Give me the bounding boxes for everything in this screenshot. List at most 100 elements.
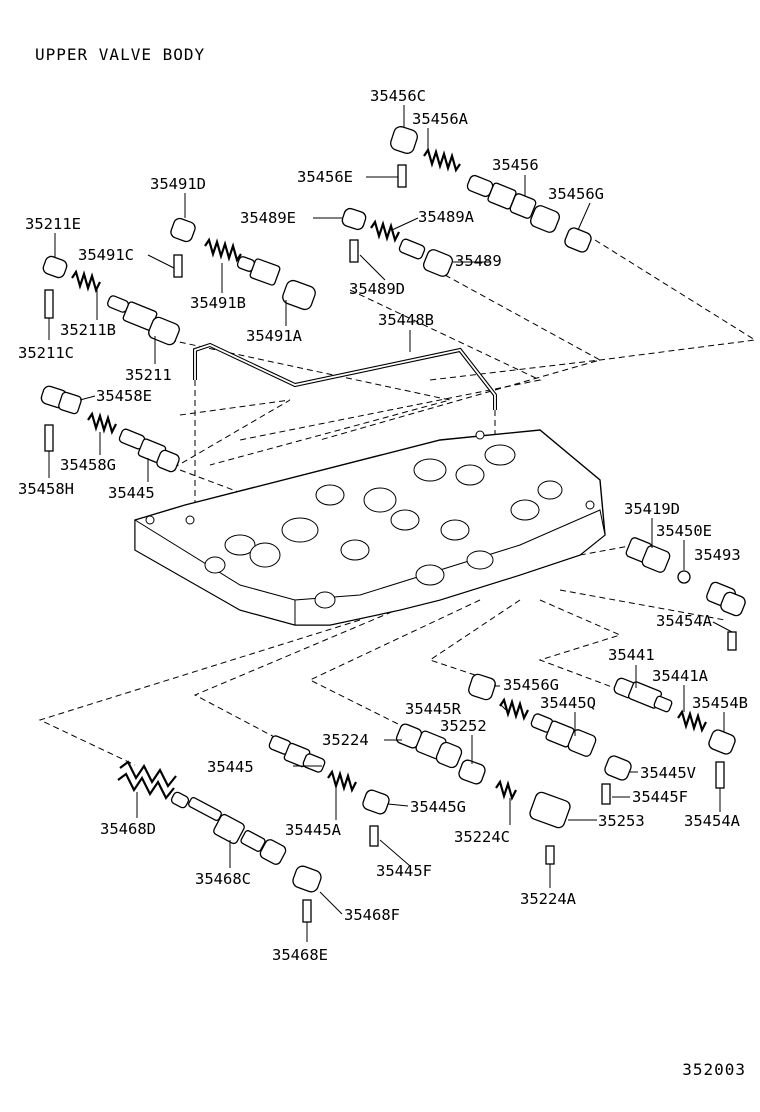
callout-35445F-left: 35445F — [376, 862, 432, 880]
callout-35491A: 35491A — [246, 327, 303, 345]
part-35419D — [625, 537, 671, 573]
pin-35456E — [397, 164, 407, 188]
callout-35454A-lower: 35454A — [684, 812, 741, 830]
callout-35454B: 35454B — [692, 694, 748, 712]
valve-35468C — [170, 791, 287, 865]
callout-35489D: 35489D — [349, 280, 405, 298]
pin-35211C — [44, 289, 54, 319]
callout-35445-lower: 35445 — [207, 758, 254, 776]
callout-35456: 35456 — [492, 156, 539, 174]
part-35454B — [708, 729, 736, 755]
callout-35445V: 35445V — [640, 764, 696, 782]
callout-35211C: 35211C — [18, 344, 74, 362]
callout-35224A: 35224A — [520, 890, 577, 908]
callout-35491C: 35491C — [78, 246, 134, 264]
pin-35454A-upper — [727, 631, 737, 651]
callout-35445R: 35445R — [405, 700, 462, 718]
valve-35445Q — [530, 713, 597, 757]
part-35252 — [458, 759, 486, 785]
callout-35458G: 35458G — [60, 456, 116, 474]
pin-35458H — [44, 424, 54, 452]
part-35456G-upper — [564, 227, 592, 253]
callout-labels: 35456C 35456A 35456 35456E 35456G 35491D… — [18, 87, 748, 964]
callout-35253: 35253 — [598, 812, 645, 830]
callout-35441: 35441 — [608, 646, 655, 664]
spring-35224C — [495, 779, 517, 802]
callout-35489E: 35489E — [240, 209, 296, 227]
callout-35224: 35224 — [322, 731, 369, 749]
callout-35445G: 35445G — [410, 798, 466, 816]
callout-35456C: 35456C — [370, 87, 426, 105]
pin-35468E — [302, 899, 312, 923]
callout-35441A: 35441A — [652, 667, 709, 685]
spring-35489A — [370, 219, 400, 244]
valve-35445-lower — [268, 735, 326, 773]
callout-35450E: 35450E — [656, 522, 712, 540]
part-35458E — [40, 385, 82, 415]
callout-35445-top: 35445 — [108, 484, 155, 502]
callout-35491B: 35491B — [190, 294, 246, 312]
part-35445V — [604, 755, 632, 781]
callout-35445F-right: 35445F — [632, 788, 688, 806]
pin-35489D — [349, 239, 359, 263]
spring-35445R — [499, 697, 529, 722]
diagram-title: UPPER VALVE BODY — [35, 45, 206, 64]
part-35445G — [362, 789, 390, 815]
part-35456C — [390, 126, 418, 154]
part-35456G-lower — [468, 673, 496, 701]
upper-valve-body — [134, 429, 606, 626]
callout-35468D: 35468D — [100, 820, 156, 838]
valve-35456 — [466, 174, 561, 233]
leader-lines — [48, 105, 733, 942]
spring-35441A — [677, 709, 707, 734]
valve-35445-upper — [118, 428, 180, 473]
spring-35491B — [204, 237, 242, 263]
valve-35489 — [398, 238, 454, 277]
valve-35491A — [236, 256, 316, 311]
figure-number: 352003 — [682, 1060, 746, 1079]
callout-35211: 35211 — [125, 366, 172, 384]
callout-35456G-lower: 35456G — [503, 676, 559, 694]
spring-35445A — [327, 769, 357, 794]
callout-35456E: 35456E — [297, 168, 353, 186]
callout-35468C: 35468C — [195, 870, 251, 888]
callout-35468E: 35468E — [272, 946, 328, 964]
valve-body-bores — [145, 430, 595, 609]
callout-35489A: 35489A — [418, 208, 475, 226]
callout-35252: 35252 — [440, 717, 487, 735]
callout-35454A-upper: 35454A — [656, 612, 713, 630]
spring-35468D — [117, 760, 177, 801]
pin-35491C — [173, 254, 183, 278]
part-35491D — [170, 217, 196, 243]
callout-35493: 35493 — [694, 546, 741, 564]
callout-35456A: 35456A — [412, 110, 469, 128]
callout-35445Q: 35445Q — [540, 694, 596, 712]
pin-35445F-left — [369, 825, 379, 847]
callout-35468F: 35468F — [344, 906, 400, 924]
dashed-guide-lines-lower — [38, 589, 726, 766]
part-35468F — [292, 865, 322, 893]
callout-35224C: 35224C — [454, 828, 510, 846]
part-35211E — [42, 255, 68, 279]
spring-35458G — [87, 411, 117, 436]
wire-35448B — [193, 342, 497, 410]
part-35489E — [341, 207, 367, 231]
ball-35450E — [677, 570, 691, 584]
pin-35454A-lower — [715, 761, 725, 789]
dashed-guide-lines-upper — [169, 239, 757, 560]
callout-35491D: 35491D — [150, 175, 206, 193]
callout-35448B: 35448B — [378, 311, 434, 329]
pin-35445F-right — [601, 783, 611, 805]
valve-35224 — [395, 723, 463, 769]
spring-35211B — [71, 269, 101, 294]
callout-35489: 35489 — [455, 252, 502, 270]
valve-35441 — [613, 677, 673, 713]
callout-35211E: 35211E — [25, 215, 81, 233]
callout-35419D: 35419D — [624, 500, 680, 518]
part-35493 — [706, 581, 746, 617]
pin-35224A — [545, 845, 555, 865]
callout-35456G: 35456G — [548, 185, 604, 203]
valve-35211 — [107, 295, 180, 346]
callout-35211B: 35211B — [60, 321, 116, 339]
